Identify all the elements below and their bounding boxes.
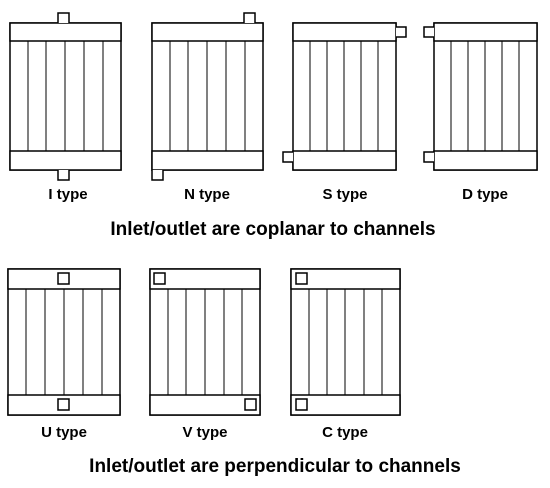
n-type-top-manifold	[151, 22, 264, 42]
u-type-inlet-port	[57, 272, 70, 285]
v-type-top-manifold	[149, 268, 261, 290]
v-type-inlet-port	[153, 272, 166, 285]
c-type-channels	[308, 289, 383, 395]
v-type-outlet-port	[244, 398, 257, 411]
u-type-figure	[7, 268, 121, 416]
n-type-inlet-tab	[243, 12, 256, 23]
c-type-figure	[290, 268, 401, 416]
d-type-top-manifold	[433, 22, 538, 42]
d-type-figure	[423, 22, 538, 171]
s-type-outlet-tab	[282, 151, 293, 163]
n-type-caption: N type	[184, 186, 230, 203]
i-type-caption: I type	[48, 186, 87, 203]
i-type-inlet-tab	[57, 12, 70, 23]
v-type-channels	[167, 289, 243, 395]
i-type-channels	[27, 41, 104, 151]
s-type-top-manifold	[292, 22, 397, 42]
i-type-outlet-tab	[57, 170, 70, 181]
n-type-bottom-manifold	[151, 150, 264, 171]
c-type-caption: C type	[322, 424, 368, 441]
d-type-inlet-tab	[423, 26, 434, 38]
c-type-inlet-port	[295, 272, 308, 285]
n-type-outlet-tab	[151, 170, 164, 181]
d-type-channels	[450, 41, 520, 151]
i-type-figure	[9, 12, 122, 181]
v-type-bottom-manifold	[149, 394, 261, 416]
v-type-caption: V type	[182, 424, 227, 441]
s-type-inlet-tab	[396, 26, 407, 38]
n-type-channels	[169, 41, 246, 151]
d-type-caption: D type	[462, 186, 508, 203]
n-type-figure	[151, 12, 264, 181]
s-type-figure	[282, 22, 407, 171]
i-type-top-manifold	[9, 22, 122, 42]
i-type-bottom-manifold	[9, 150, 122, 171]
s-type-bottom-manifold	[292, 150, 397, 171]
s-type-caption: S type	[322, 186, 367, 203]
u-type-channels	[25, 289, 103, 395]
d-type-outlet-tab	[423, 151, 434, 163]
u-type-caption: U type	[41, 424, 87, 441]
coplanar-heading: Inlet/outlet are coplanar to channels	[110, 219, 435, 240]
v-type-figure	[149, 268, 261, 416]
u-type-outlet-port	[57, 398, 70, 411]
c-type-outlet-port	[295, 398, 308, 411]
s-type-channels	[309, 41, 379, 151]
perpendicular-heading: Inlet/outlet are perpendicular to channe…	[89, 456, 461, 477]
d-type-bottom-manifold	[433, 150, 538, 171]
